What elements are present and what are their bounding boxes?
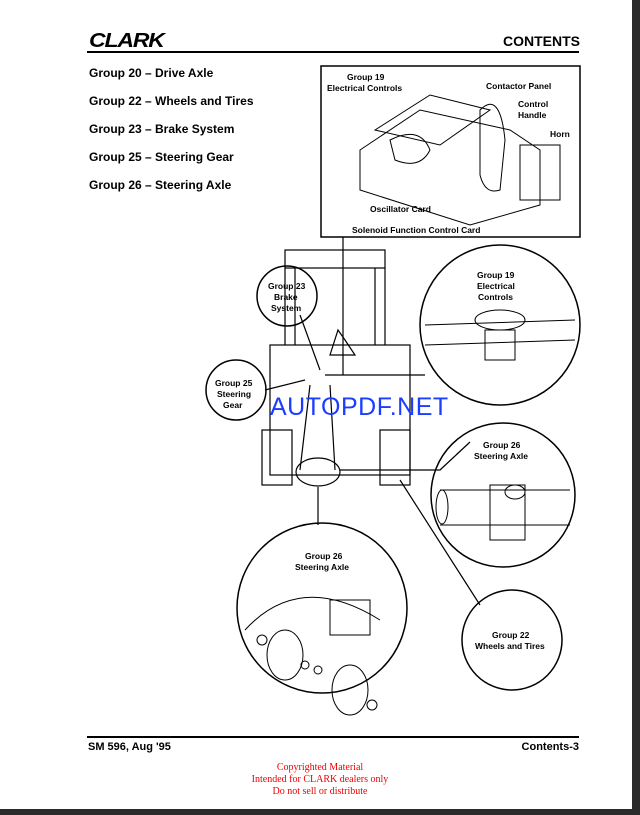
circle-label: Group 26	[483, 440, 521, 450]
steering-axle-detail-circle	[236, 522, 408, 694]
control-handle-label: Control	[518, 99, 548, 109]
oscillator-label: Oscillator Card	[370, 204, 431, 214]
circle-label: Steering Axle	[474, 451, 528, 461]
group-item[interactable]: Group 25 – Steering Gear	[89, 150, 234, 164]
circle-label: Group 22	[492, 630, 530, 640]
copyright-line: Do not sell or distribute	[272, 786, 368, 797]
circle-label: Steering	[217, 389, 251, 399]
circle-label: System	[271, 303, 302, 313]
copyright-line: Intended for CLARK dealers only	[251, 774, 389, 785]
steering-axle-circle	[430, 422, 576, 568]
inset-label: Group 19	[347, 72, 385, 82]
circle-label: Gear	[223, 400, 243, 410]
circle-label: Electrical	[477, 281, 515, 291]
footer-rule	[87, 736, 579, 738]
contactor-label: Contactor Panel	[486, 81, 551, 91]
group-list: Group 20 – Drive Axle Group 22 – Wheels …	[89, 66, 254, 206]
header-rule	[87, 51, 579, 53]
brake-system-circle	[256, 265, 318, 327]
watermark: AUTOPDF.NET	[270, 393, 449, 421]
page-number: Contents-3	[521, 741, 579, 753]
group-item[interactable]: Group 23 – Brake System	[89, 122, 235, 136]
group-item[interactable]: Group 26 – Steering Axle	[89, 178, 232, 192]
group-item[interactable]: Group 22 – Wheels and Tires	[89, 94, 254, 108]
circle-label: Group 25	[215, 378, 253, 388]
steering-gear-circle	[205, 359, 267, 421]
leader-lines	[264, 314, 481, 606]
control-handle-label: Handle	[518, 110, 547, 120]
group-item[interactable]: Group 20 – Drive Axle	[89, 66, 214, 80]
circle-label: Steering Axle	[295, 562, 349, 572]
solenoid-label: Solenoid Function Control Card	[352, 225, 480, 235]
manual-id: SM 596, Aug '95	[88, 741, 171, 753]
circle-label: Brake	[274, 292, 298, 302]
horn-label: Horn	[550, 129, 570, 139]
truck-outline	[261, 249, 411, 487]
truck-diagram: Group 19 Electrical Controls Contactor P…	[205, 65, 581, 716]
clark-logo: CLARK	[89, 30, 165, 52]
electrical-inset-box	[320, 65, 581, 238]
electrical-panel-drawing	[359, 94, 561, 226]
inset-label: Electrical Controls	[327, 83, 402, 93]
page-title: CONTENTS	[503, 33, 580, 49]
circle-label: Group 19	[477, 270, 515, 280]
circle-label: Group 23	[268, 281, 306, 291]
copyright-line: Copyrighted Material	[276, 762, 364, 773]
circle-label: Wheels and Tires	[475, 641, 545, 651]
part-sketches	[244, 309, 576, 716]
circle-label: Group 26	[305, 551, 343, 561]
copyright-notice: Copyrighted Material Intended for CLARK …	[0, 762, 640, 798]
circle-label: Controls	[478, 292, 513, 302]
wheels-tires-circle	[461, 589, 563, 691]
electrical-controls-circle	[419, 244, 581, 406]
